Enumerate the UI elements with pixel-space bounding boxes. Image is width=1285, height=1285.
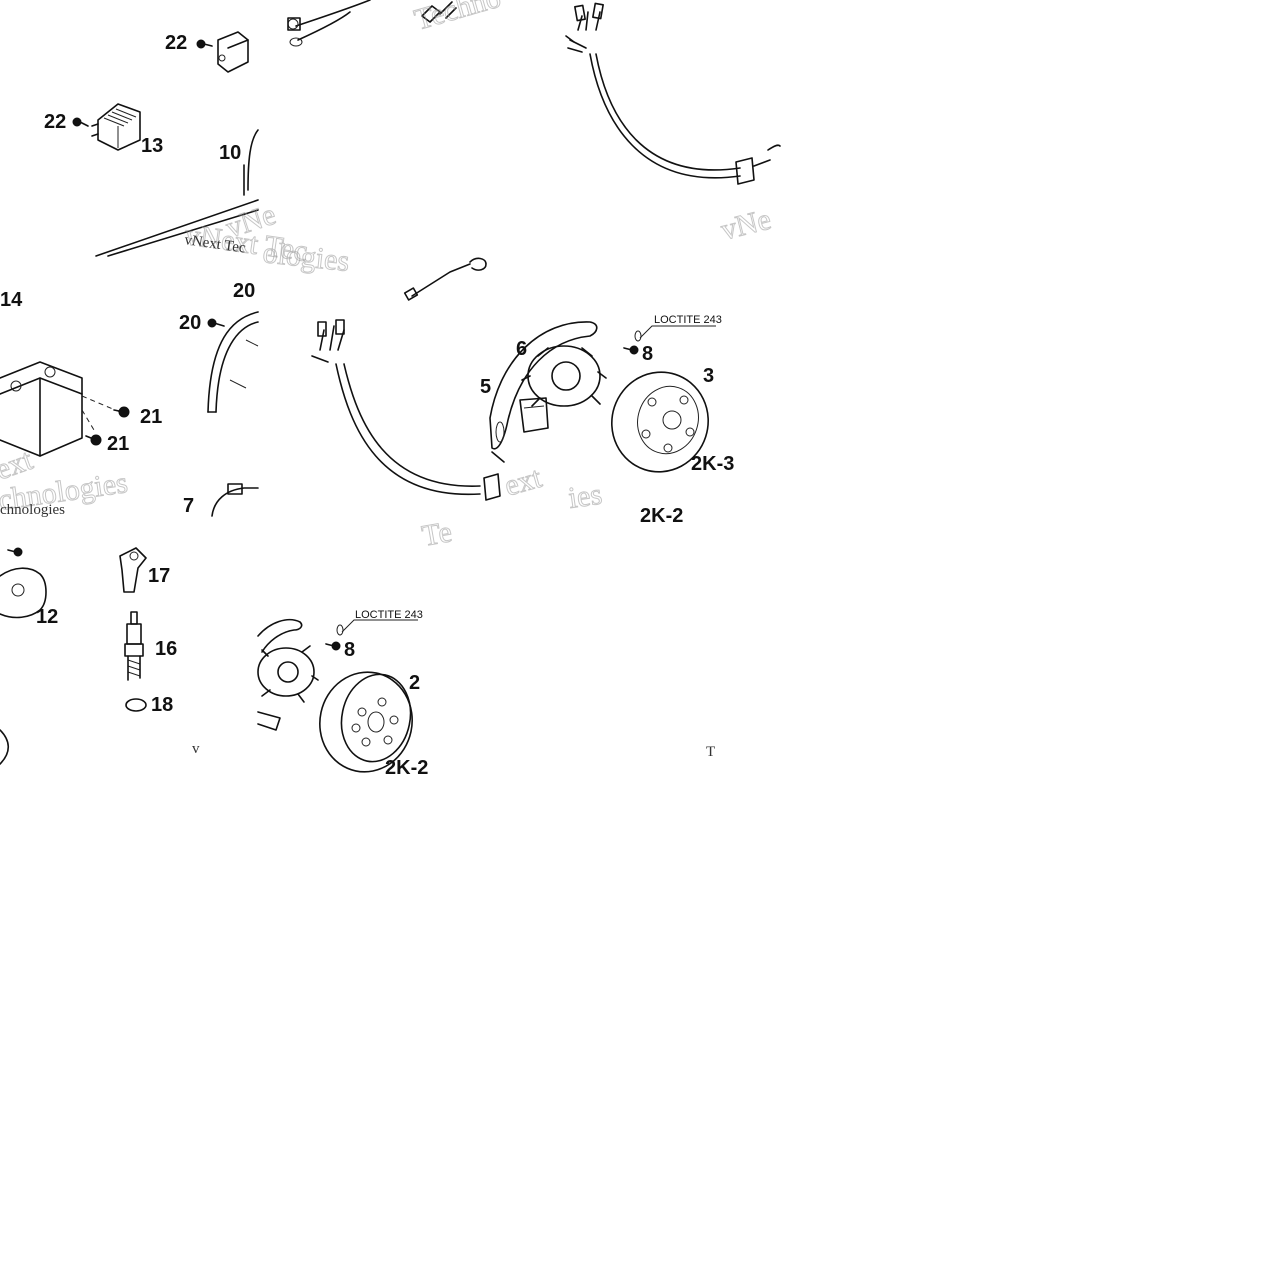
o-ring-18: [125, 698, 147, 712]
flywheel-part-3: [611, 371, 709, 473]
hose-part: [207, 311, 259, 413]
screw-20: [207, 318, 225, 328]
watermark-1: Techno: [411, 0, 505, 37]
watermark-4: ologies: [261, 236, 351, 278]
label-8a: 8: [642, 343, 653, 365]
label-2k3: 2K-3: [691, 453, 734, 475]
label-12: 12: [36, 606, 58, 628]
starter-part-12: [0, 567, 47, 765]
label-21a: 21: [140, 406, 162, 428]
wiring-harness-center: [311, 319, 501, 501]
tile-bottom-left: 12 17 16 18 v: [0, 547, 200, 765]
label-20a: 20: [233, 280, 255, 302]
frame-part-10: [95, 129, 259, 257]
plug-cap-17: [119, 547, 147, 593]
watermark-8: ext: [501, 461, 546, 503]
cdi-box-14: [0, 361, 121, 457]
watermark-12: T: [706, 744, 715, 760]
tile-bottom-middle: LOCTITE 243 8 2 2K-2 T: [257, 609, 715, 779]
label-21b: 21: [107, 433, 129, 455]
screw-21b: [85, 434, 102, 446]
watermark-10: ies: [566, 478, 604, 515]
stator-part-lower: [257, 618, 319, 731]
wire-with-lug: [287, 0, 371, 47]
label-2k2b: 2K-2: [385, 757, 428, 779]
tile-center: 6 5 LOCTITE 243 8 3 2K-3 2K-2 ext Te ies: [311, 257, 734, 553]
label-22a: 22: [165, 32, 187, 54]
loctite-note-a: LOCTITE 243: [634, 314, 722, 342]
label-10: 10: [219, 142, 241, 164]
relay-part: [217, 31, 249, 73]
label-7: 7: [183, 495, 194, 517]
connector-cluster: [421, 1, 457, 23]
watermark-11: v: [192, 741, 200, 757]
label-20b: 20: [179, 312, 201, 334]
coil-part-7: [211, 483, 259, 517]
loctite-note-b: LOCTITE 243: [336, 609, 423, 636]
stator-part-5-6: [489, 321, 607, 463]
screw-8b: [325, 641, 341, 651]
spark-plug-16: [124, 611, 144, 681]
regulator-part-13: [91, 103, 141, 151]
watermark-2: vNe: [718, 203, 774, 247]
label-22b: 22: [44, 111, 66, 133]
loctite-label-b: LOCTITE 243: [355, 609, 423, 621]
pulse-sensor-lead: [403, 257, 487, 301]
flywheel-part-2: [319, 671, 413, 773]
tile-top-middle: Techno vNe ologies: [261, 0, 781, 279]
label-18: 18: [151, 694, 173, 716]
label-13: 13: [141, 135, 163, 157]
screw-8a: [623, 345, 639, 355]
screw-22a: [196, 39, 213, 49]
watermark-7b: chnologies: [0, 502, 65, 518]
label-2: 2: [409, 672, 420, 694]
label-16: 16: [155, 638, 177, 660]
screw-21a: [113, 406, 130, 418]
watermark-9: Te: [419, 515, 454, 553]
label-17: 17: [148, 565, 170, 587]
loctite-label-a: LOCTITE 243: [654, 314, 722, 326]
tile-top-left: 22 22 13 10 vNext Tec vNext Tec: [44, 31, 310, 269]
screw-22b: [72, 117, 89, 127]
wiring-harness-top: [565, 2, 781, 185]
label-6: 6: [516, 338, 527, 360]
label-5: 5: [480, 376, 491, 398]
label-14: 14: [0, 289, 23, 311]
label-2k2a: 2K-2: [640, 505, 683, 527]
label-3: 3: [703, 365, 714, 387]
tile-middle-left: 14 21 21 20 20: [0, 280, 259, 518]
label-8b: 8: [344, 639, 355, 661]
screw-bottom-left: [7, 547, 23, 557]
